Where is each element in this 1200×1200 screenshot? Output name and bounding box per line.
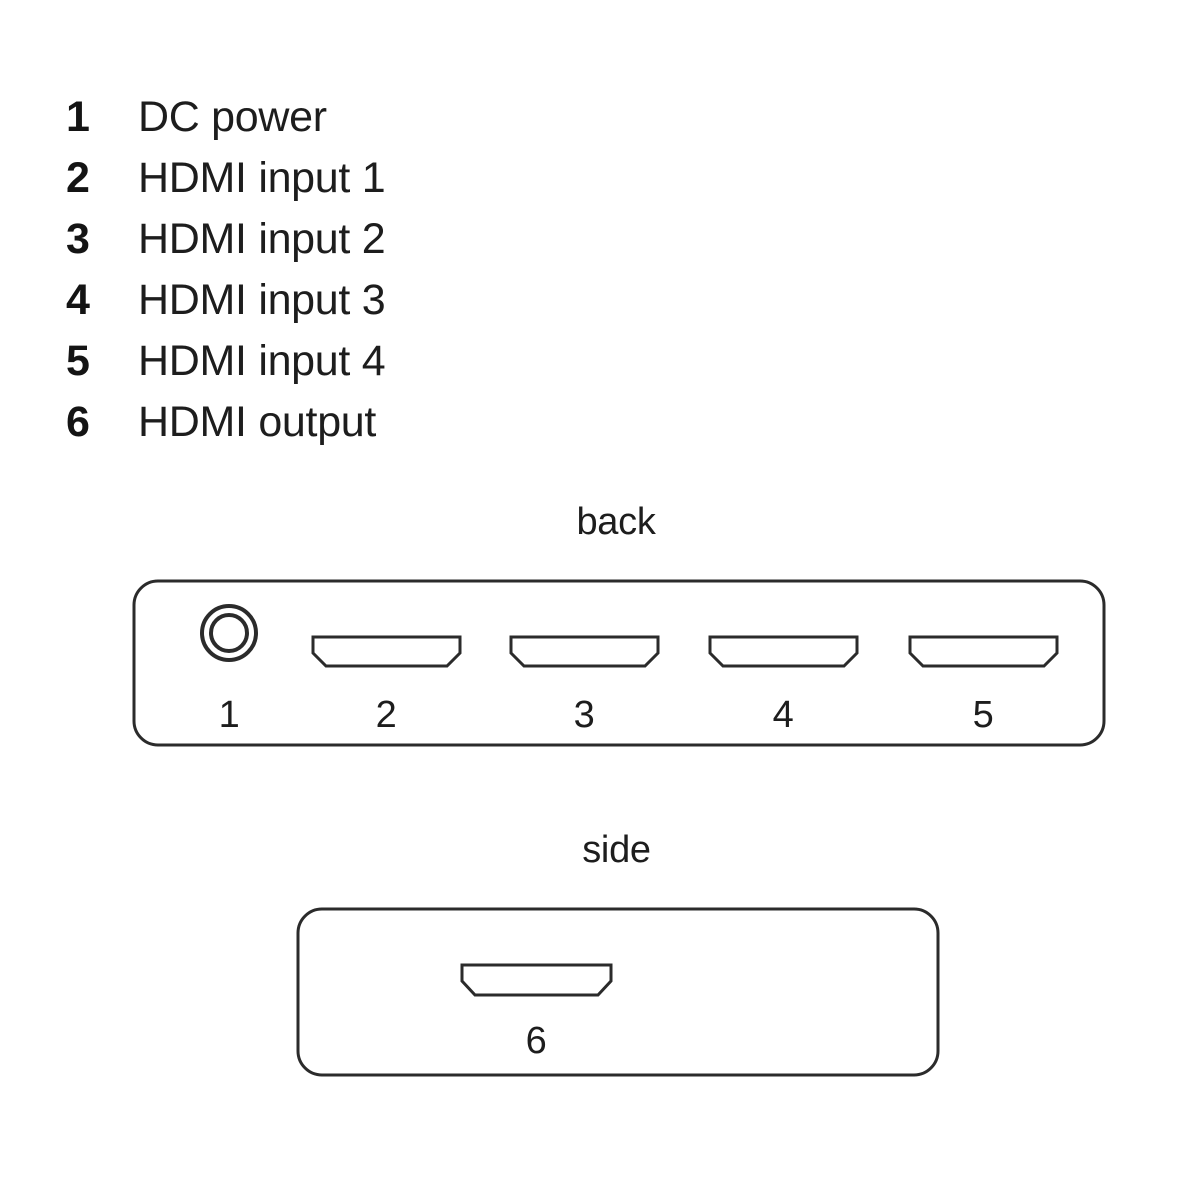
legend-item-5: 5 HDMI input 4 [66,340,586,401]
legend-number: 5 [66,337,90,385]
back-view-caption: back [576,501,656,543]
legend-item-6: 6 HDMI output [66,401,586,462]
legend-item-4: 4 HDMI input 3 [66,279,586,340]
hdmi-port-icon [311,635,462,668]
hdmi-port-icon [460,963,613,997]
legend-label: HDMI input 2 [138,215,386,263]
legend-label: HDMI output [138,398,377,446]
hdmi-port-icon [708,635,859,668]
side-port-label-6: 6 [526,1020,547,1062]
legend-number: 6 [66,398,90,446]
back-port-label-3: 3 [574,694,595,736]
legend-number: 1 [66,93,90,141]
legend-number: 3 [66,215,90,263]
legend-label: HDMI input 3 [138,276,386,324]
back-port-label-5: 5 [973,694,994,736]
side-panel-body [296,907,940,1077]
legend-label: HDMI input 4 [138,337,386,385]
legend-list: 1 DC power 2 HDMI input 1 3 HDMI input 2… [66,96,586,462]
back-port-label-2: 2 [376,694,397,736]
legend-label: DC power [138,93,327,141]
back-port-label-4: 4 [773,694,794,736]
side-view-caption: side [582,829,651,871]
legend-number: 2 [66,154,90,202]
legend-item-2: 2 HDMI input 1 [66,157,586,218]
dc-power-jack-icon [200,604,258,662]
back-port-label-1: 1 [219,694,240,736]
hdmi-port-icon [509,635,660,668]
legend-number: 4 [66,276,90,324]
back-panel: 1 2 3 4 5 [132,579,1106,747]
hdmi-port-icon [908,635,1059,668]
legend-label: HDMI input 1 [138,154,386,202]
back-panel-body [132,579,1106,747]
legend-item-3: 3 HDMI input 2 [66,218,586,279]
legend-item-1: 1 DC power [66,96,586,157]
side-panel: 6 [296,907,940,1077]
